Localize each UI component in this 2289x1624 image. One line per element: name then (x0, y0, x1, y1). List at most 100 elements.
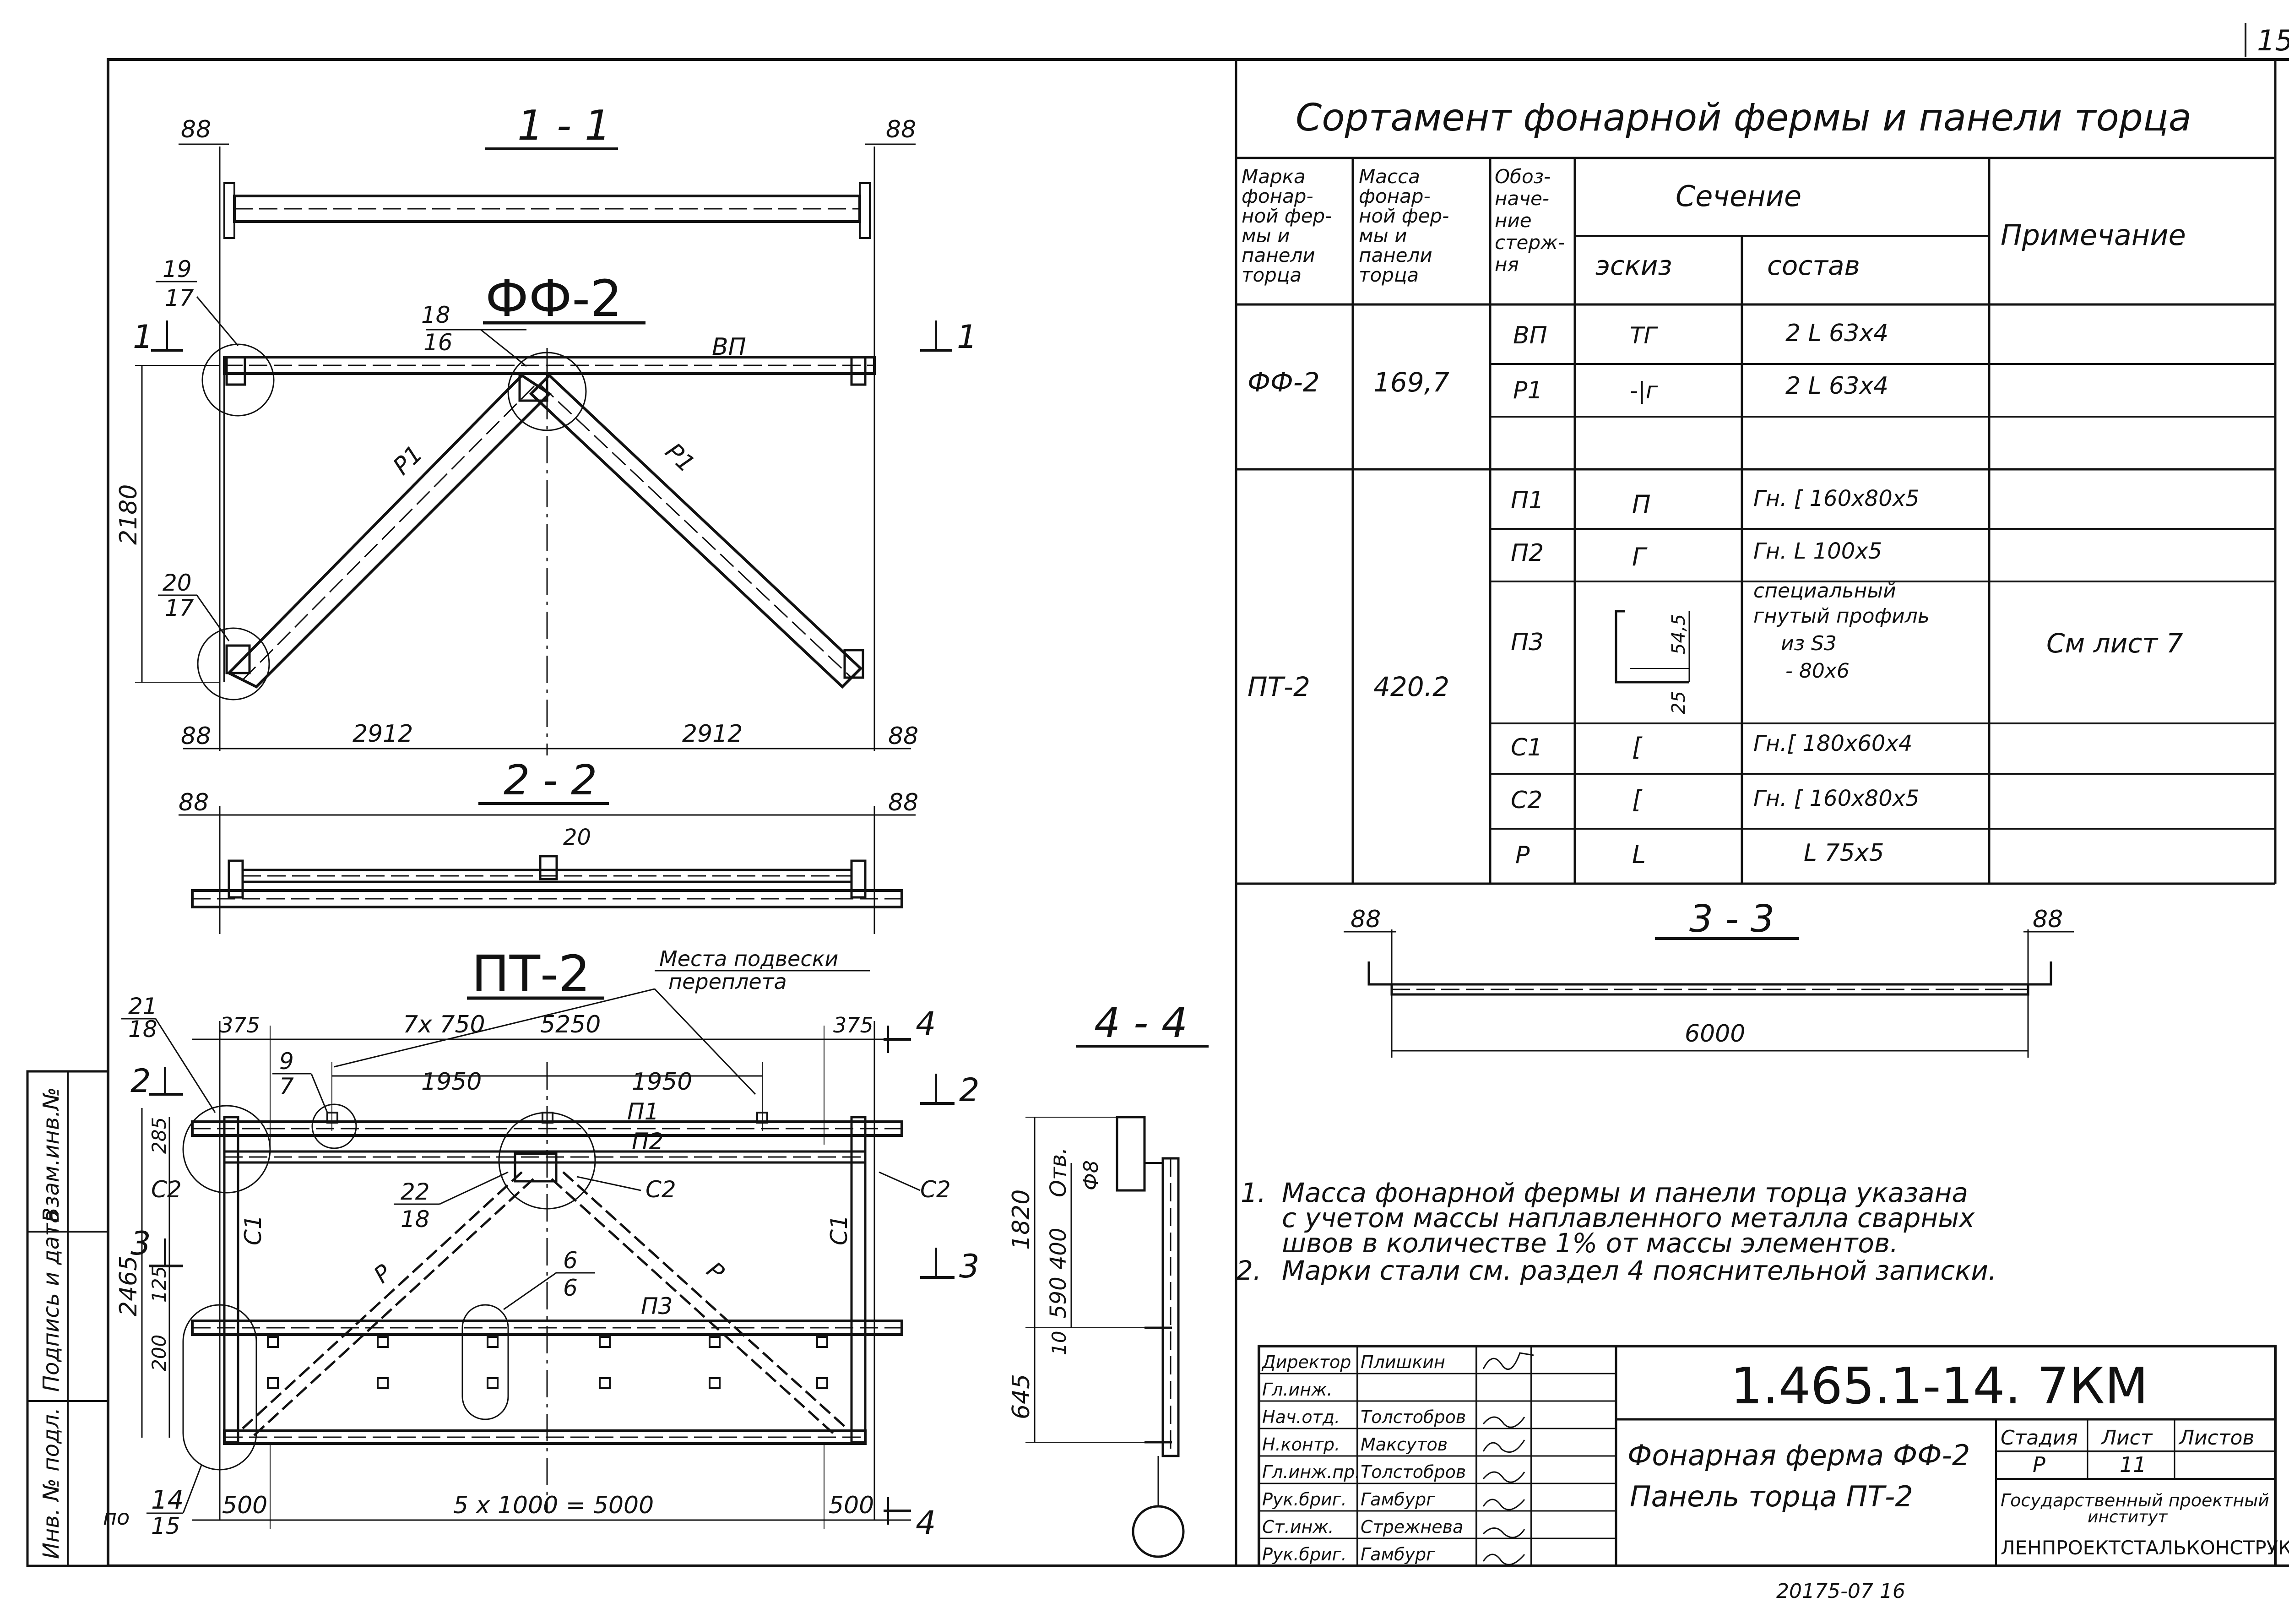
tb-stage: Р (2033, 1452, 2045, 1477)
td-p1-comp: Гн. [ 160х80х5 (1753, 486, 1920, 511)
pt2-dim-1950-left: 1950 (421, 1068, 482, 1096)
th-mark-6: торца (1242, 264, 1302, 286)
tb-role-8: Рук.бриг. (1262, 1544, 1347, 1564)
pt2-node-18: 18 (128, 1016, 157, 1043)
tb-name-7: Стрежнева (1361, 1517, 1463, 1537)
pt2-callout-2: переплета (668, 969, 787, 994)
td-r1-sketch: -|г (1630, 377, 1658, 404)
ff2-node-20: 20 (163, 570, 192, 596)
pt2-label-c2-left: С2 (151, 1176, 182, 1203)
pt2-label-c2-center: С2 (645, 1176, 676, 1203)
profile-table: Сортамент фонарной фермы и панели торца … (1235, 60, 2277, 885)
td-c1-sketch: [ (1632, 733, 1643, 761)
ff2-node-16: 16 (423, 329, 453, 356)
th-mark-2: фонар- (1242, 185, 1313, 207)
pt2-dim-285: 285 (148, 1117, 170, 1154)
tb-name-6: Гамбург (1361, 1489, 1436, 1510)
th-mass-4: мы и (1359, 224, 1407, 247)
th-desig-1: Обоз- (1495, 165, 1551, 188)
ff2-dim-88-right: 88 (888, 722, 918, 750)
dim-22-right: 88 (888, 789, 918, 816)
section-1-left: 1 (133, 318, 153, 356)
td-p1-sketch: П (1632, 490, 1651, 519)
tb-sheets-label: Листов (2178, 1426, 2254, 1450)
note-2-line-1: Марки стали см. раздел 4 пояснительной з… (1282, 1255, 1996, 1286)
th-mass-5: панели (1359, 244, 1432, 266)
ff2-node-19: 19 (163, 256, 192, 282)
view-ff2: ФФ-2 19 17 18 16 20 17 (115, 256, 977, 755)
pt2-dim-7x750: 7х 750 (403, 1011, 485, 1038)
pt2-label-c1-right: С1 (826, 1215, 852, 1245)
pt2-node-po: по (103, 1505, 130, 1530)
tb-role-7: Ст.инж. (1262, 1517, 1334, 1537)
pt2-dim-5250: 5250 (540, 1011, 601, 1038)
th-note: Примечание (2001, 218, 2186, 252)
section-1-right: 1 (957, 318, 977, 356)
tb-role-5: Гл.инж.пр. (1262, 1462, 1360, 1482)
pt2-dim-125: 125 (148, 1266, 170, 1303)
dim-11-right: 88 (886, 116, 916, 143)
view-1-1: 1 - 1 88 88 (179, 102, 916, 751)
note-2-num: 2. (1236, 1255, 1261, 1286)
pt2-node-18b: 18 (401, 1206, 430, 1233)
th-mark-4: мы и (1242, 224, 1290, 247)
pt2-label-r-left: Р (369, 1259, 396, 1288)
tb-name-3: Толстобров (1361, 1407, 1466, 1427)
title-block: Директор Плишкин Гл.инж. Нач.отд. Толсто… (1258, 1345, 2289, 1567)
tb-sheet: 11 (2120, 1452, 2147, 1477)
td-p3-comp-2: гнутый профиль (1753, 604, 1930, 628)
view-4-4-title: 4 - 4 (1094, 999, 1188, 1047)
view-2-2-title: 2 - 2 (504, 756, 597, 804)
pt2-callout-1: Места подвески (659, 946, 838, 971)
td-r-sketch: L (1632, 840, 1646, 869)
pt2-node-9: 9 (279, 1048, 294, 1075)
page-number: 15 (2257, 24, 2289, 57)
pt2-dim-5000: 5 х 1000 = 5000 (453, 1492, 654, 1519)
ff2-node-17: 17 (165, 285, 194, 311)
pt2-label-p1: П1 (627, 1098, 659, 1125)
td-c1-comp: Гн.[ 180х60х4 (1753, 731, 1912, 756)
td-c1-desig: С1 (1511, 734, 1542, 761)
pt2-label-p2: П2 (632, 1128, 663, 1155)
tb-role-3: Нач.отд. (1262, 1407, 1340, 1427)
section-4-top: 4 (916, 1005, 936, 1043)
v33-dim-6000: 6000 (1685, 1020, 1745, 1048)
td-c2-desig: С2 (1511, 787, 1542, 814)
th-desig-5: ня (1495, 253, 1519, 276)
th-desig-2: наче- (1495, 187, 1549, 210)
th-composition: состав (1767, 250, 1860, 281)
view-2-2: 2 - 2 88 88 20 (179, 756, 918, 934)
section-2-left: 2 (130, 1062, 151, 1100)
td-vp-comp: 2 L 63х4 (1785, 320, 1888, 347)
th-desig-4: стерж- (1495, 231, 1565, 254)
tb-role-6: Рук.бриг. (1262, 1489, 1347, 1510)
pt2-node-15: 15 (151, 1513, 180, 1539)
tb-sheet-label: Лист (2100, 1426, 2153, 1450)
th-mass-2: фонар- (1359, 185, 1431, 207)
pt2-label-r-right: Р (701, 1257, 729, 1286)
pt2-dim-500-left: 500 (222, 1492, 267, 1519)
ff2-label-vp: ВП (712, 333, 746, 361)
td-p2-sketch: Г (1632, 543, 1648, 571)
td-p2-comp: Гн. L 100х5 (1753, 538, 1882, 564)
pt2-node-6a: 6 (563, 1247, 578, 1274)
tb-name-1: Плишкин (1361, 1352, 1445, 1372)
td-p3-sk-dim-545: 54,5 (1668, 614, 1689, 655)
note-1-num: 1. (1241, 1177, 1266, 1208)
dim-22-left: 88 (179, 789, 209, 816)
tb-role-4: Н.контр. (1262, 1434, 1340, 1455)
th-section: Сечение (1676, 179, 1801, 213)
tb-org-line-1: Государственный проектный (2001, 1490, 2269, 1510)
ff2-label-r1-left: Р1 (388, 440, 428, 480)
section-3-left: 3 (130, 1225, 151, 1262)
td-ff2-mark: ФФ-2 (1248, 367, 1320, 398)
pt2-dim-1950-right: 1950 (632, 1068, 692, 1096)
tb-name-line-2: Панель торца ПТ-2 (1630, 1480, 1913, 1513)
tb-org-line-2: институт (2088, 1508, 2168, 1526)
pt2-dim-2465: 2465 (115, 1256, 142, 1316)
v44-hole-dia: Ф8 (1079, 1160, 1103, 1190)
pt2-node-21: 21 (128, 993, 157, 1020)
td-r-comp: L 75х5 (1804, 839, 1884, 867)
v44-dim-10: 10 (1048, 1331, 1070, 1355)
